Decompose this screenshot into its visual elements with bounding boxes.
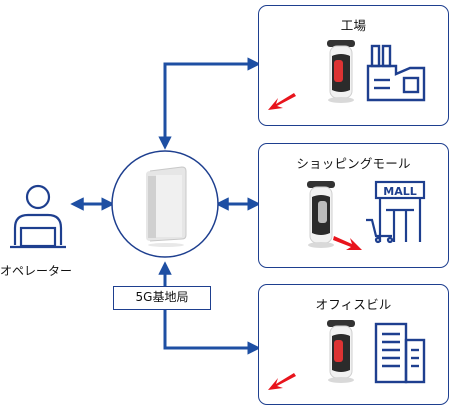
office-building-icon [374, 322, 426, 384]
base-station-unit-icon [146, 166, 187, 247]
robot-icon [327, 40, 355, 103]
mall-sign-text: MALL [383, 185, 416, 198]
link-station-factory [158, 57, 261, 150]
motion-arrow-office [268, 373, 296, 390]
base-station-circle [111, 150, 219, 258]
robot-icon [327, 320, 355, 383]
factory-icon [366, 44, 426, 102]
site-panel-factory: 工場 [258, 5, 449, 126]
site-title-mall: ショッピングモール [296, 156, 411, 171]
site-panel-office: オフィスビル [258, 284, 449, 405]
mall-cart-icon: MALL [366, 180, 426, 244]
operator-icon [10, 184, 66, 249]
base-station-label: 5G基地局 [113, 286, 211, 310]
operator-label: オペレーター [0, 264, 73, 278]
robot-icon [307, 181, 335, 248]
motion-arrow-mall [333, 236, 362, 250]
site-title-factory: 工場 [340, 18, 367, 33]
site-title-office: オフィスビル [315, 297, 392, 312]
motion-arrow-factory [268, 93, 296, 110]
